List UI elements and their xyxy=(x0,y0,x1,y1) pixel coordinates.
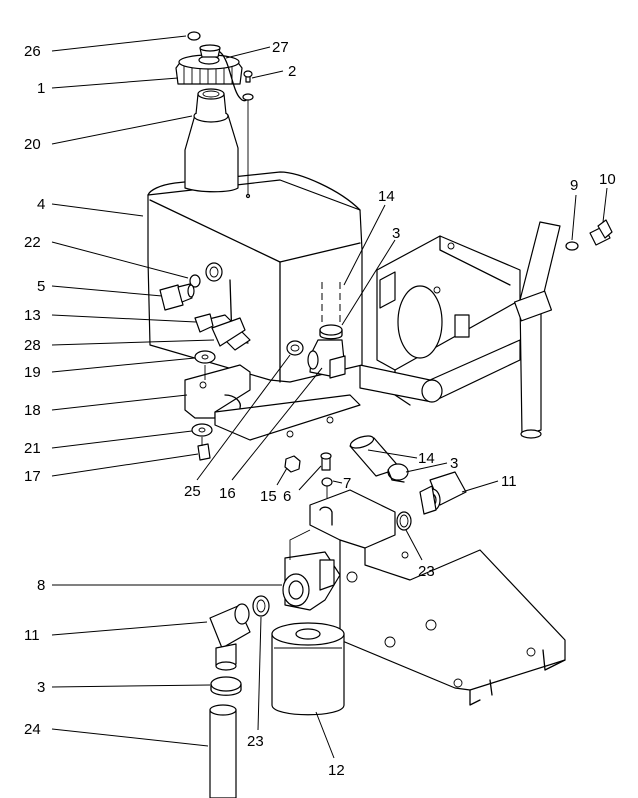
callout-10: 10 xyxy=(599,171,616,188)
callout-24: 24 xyxy=(24,721,41,738)
callout-19: 19 xyxy=(24,364,41,381)
washer-19 xyxy=(194,350,216,364)
washer-21 xyxy=(191,423,213,437)
callout-9: 9 xyxy=(570,177,578,194)
callout-11-left: 11 xyxy=(24,627,40,644)
callout-16: 16 xyxy=(219,485,236,502)
tank-cap xyxy=(175,31,243,85)
hose-24 xyxy=(209,704,237,798)
callout-23-right: 23 xyxy=(418,563,435,580)
callout-28: 28 xyxy=(24,337,41,354)
fitting-5 xyxy=(159,283,195,311)
callout-25: 25 xyxy=(184,483,201,500)
callout-22: 22 xyxy=(24,234,41,251)
callout-13: 13 xyxy=(24,307,41,324)
hose-14-upper xyxy=(321,282,341,325)
callout-8: 8 xyxy=(37,577,45,594)
tank-bracket xyxy=(184,364,361,441)
callout-1: 1 xyxy=(37,80,45,97)
hose-28 xyxy=(211,317,246,347)
callout-5: 5 xyxy=(37,278,45,295)
callout-labels: 26 27 1 2 20 4 14 3 9 10 22 5 13 28 19 1… xyxy=(24,39,616,779)
callout-15: 15 xyxy=(260,488,277,505)
callout-7: 7 xyxy=(343,475,351,492)
filter-head-8 xyxy=(282,529,341,611)
callout-21: 21 xyxy=(24,440,41,457)
leader-lines xyxy=(51,35,608,759)
callout-27: 27 xyxy=(272,39,289,56)
oring-23-right xyxy=(396,511,412,531)
elbow-11-right xyxy=(419,471,467,515)
callout-26: 26 xyxy=(24,43,41,60)
callout-14-lower: 14 xyxy=(418,450,435,467)
callout-6: 6 xyxy=(283,488,291,505)
fitting-13 xyxy=(194,313,214,333)
elbow-11-left xyxy=(209,603,251,671)
callout-2: 2 xyxy=(288,63,296,80)
filter-mount-plate xyxy=(309,489,566,706)
callout-12: 12 xyxy=(328,762,345,779)
callout-3-upper: 3 xyxy=(392,225,400,242)
callout-3-lower: 3 xyxy=(450,455,458,472)
cap-plug-26 xyxy=(187,31,201,41)
fuel-tank xyxy=(147,88,363,383)
callout-11-right: 11 xyxy=(501,473,517,490)
mounting-frame xyxy=(359,221,561,439)
nut-15 xyxy=(284,455,301,473)
oring-23-left xyxy=(252,595,270,617)
clamp-3-bottom xyxy=(210,676,242,692)
washer-9 xyxy=(565,241,579,251)
callout-23-left: 23 xyxy=(247,733,264,750)
tether-ring-2 xyxy=(242,93,254,101)
bolt-17 xyxy=(197,443,211,461)
callout-3-bottom: 3 xyxy=(37,679,45,696)
callout-14-upper: 14 xyxy=(378,188,395,205)
callout-20: 20 xyxy=(24,136,41,153)
washer-7 xyxy=(321,477,333,487)
callout-18: 18 xyxy=(24,402,41,419)
clamp-3-upper xyxy=(319,324,343,336)
elbow-16 xyxy=(307,339,346,379)
fuel-filter-12 xyxy=(271,622,345,716)
callout-4: 4 xyxy=(37,196,45,213)
callout-17: 17 xyxy=(24,468,41,485)
